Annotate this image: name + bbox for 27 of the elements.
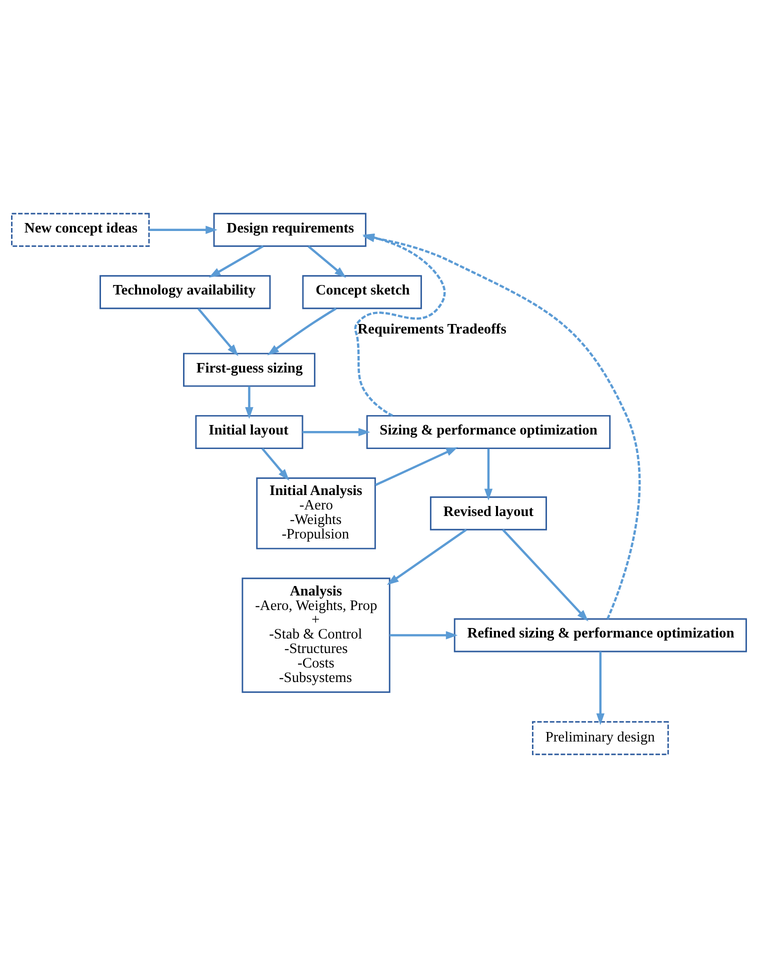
- node-box: Concept sketch: [302, 275, 422, 310]
- node-box: Initial Analysis -Aero -Weights -Propulsion: [256, 477, 376, 550]
- edge-label: Requirements Tradeoffs: [358, 322, 506, 338]
- arrow: [596, 651, 605, 726]
- arrow: [374, 447, 458, 486]
- arrow: [245, 386, 254, 419]
- node-box: Sizing & performance optimization: [366, 415, 611, 450]
- node-box: New concept ideas: [11, 212, 150, 247]
- arrow: [267, 308, 337, 356]
- arrow: [502, 528, 588, 622]
- arrow: [198, 308, 238, 356]
- node-box: Refined sizing & performance optimization: [454, 618, 747, 652]
- arrow: [302, 428, 370, 436]
- node-box: First-guess sizing: [183, 352, 316, 387]
- node-box: Technology availability: [100, 275, 271, 310]
- node-box: Design requirements: [213, 212, 366, 247]
- arrow: [390, 631, 458, 640]
- arrow: [262, 448, 290, 481]
- arrow: [208, 245, 264, 278]
- arrow: [308, 245, 346, 278]
- arrow: [484, 448, 493, 500]
- node-box: Preliminary design: [532, 721, 669, 756]
- node-box: Analysis -Aero, Weights, Prop + -Stab & Control -Structures -Costs -Subsystems: [242, 578, 390, 693]
- node-box: Revised layout: [430, 496, 547, 530]
- arrow: [149, 226, 218, 234]
- arrow: [386, 528, 467, 585]
- node-box: Initial layout: [195, 415, 304, 450]
